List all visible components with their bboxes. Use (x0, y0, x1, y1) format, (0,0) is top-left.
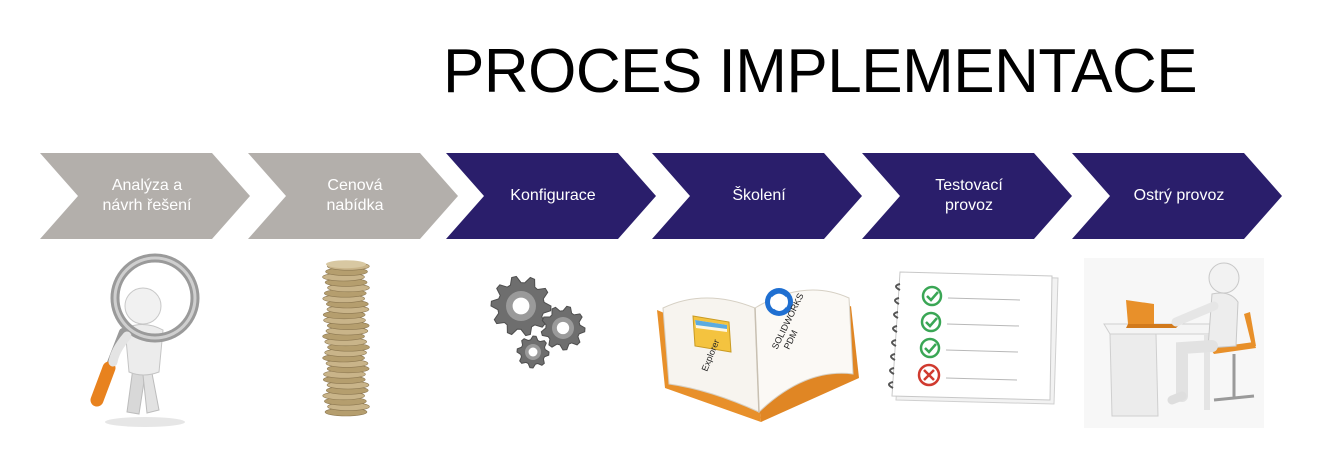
magnifier-person-icon (55, 250, 235, 430)
cross-mark-icon (917, 363, 941, 387)
chevron-shape (446, 153, 656, 239)
coin-top (326, 260, 366, 269)
solidworks-pdm-icon (765, 288, 793, 316)
step-chevron-quote: Cenová nabídka (248, 153, 458, 239)
book-icon: Explorer SOLIDWORKS PDM (655, 250, 865, 430)
step-label: Ostrý provoz (1133, 187, 1225, 204)
coin-stack-icon (256, 250, 436, 430)
step-chevron-test-run: Testovací provoz (862, 153, 1072, 239)
step-chevron-analysis: Analýza a návrh řešení (40, 153, 250, 239)
check-mark-icon (919, 337, 941, 359)
chevron-shape (862, 153, 1072, 239)
step-label: Konfigurace (510, 187, 596, 204)
chevron-shape (248, 153, 458, 239)
gear-medium (540, 305, 586, 351)
step-label: Analýza a návrh řešení (102, 177, 192, 214)
chevron-shape (40, 153, 250, 239)
step-label: Školení (732, 187, 786, 204)
page-title: PROCES IMPLEMENTACE (443, 37, 1198, 106)
gears-icon (453, 250, 633, 430)
chevron-shape (1072, 153, 1282, 239)
step-label: Testovací provoz (935, 177, 1003, 214)
step-chevron-production: Ostrý provoz (1072, 153, 1282, 239)
step-label: Cenová nabídka (326, 177, 384, 214)
chevron-shape (652, 153, 862, 239)
gear-large (490, 275, 552, 337)
step-chevron-configuration: Konfigurace (446, 153, 656, 239)
explorer-folder-icon (692, 315, 732, 353)
check-mark-icon (921, 285, 943, 307)
check-mark-icon (920, 311, 942, 333)
person-at-desk-icon (1084, 250, 1264, 430)
step-chevron-training: Školení (652, 153, 862, 239)
gear-small (516, 335, 550, 369)
checklist-icon (886, 250, 1066, 430)
